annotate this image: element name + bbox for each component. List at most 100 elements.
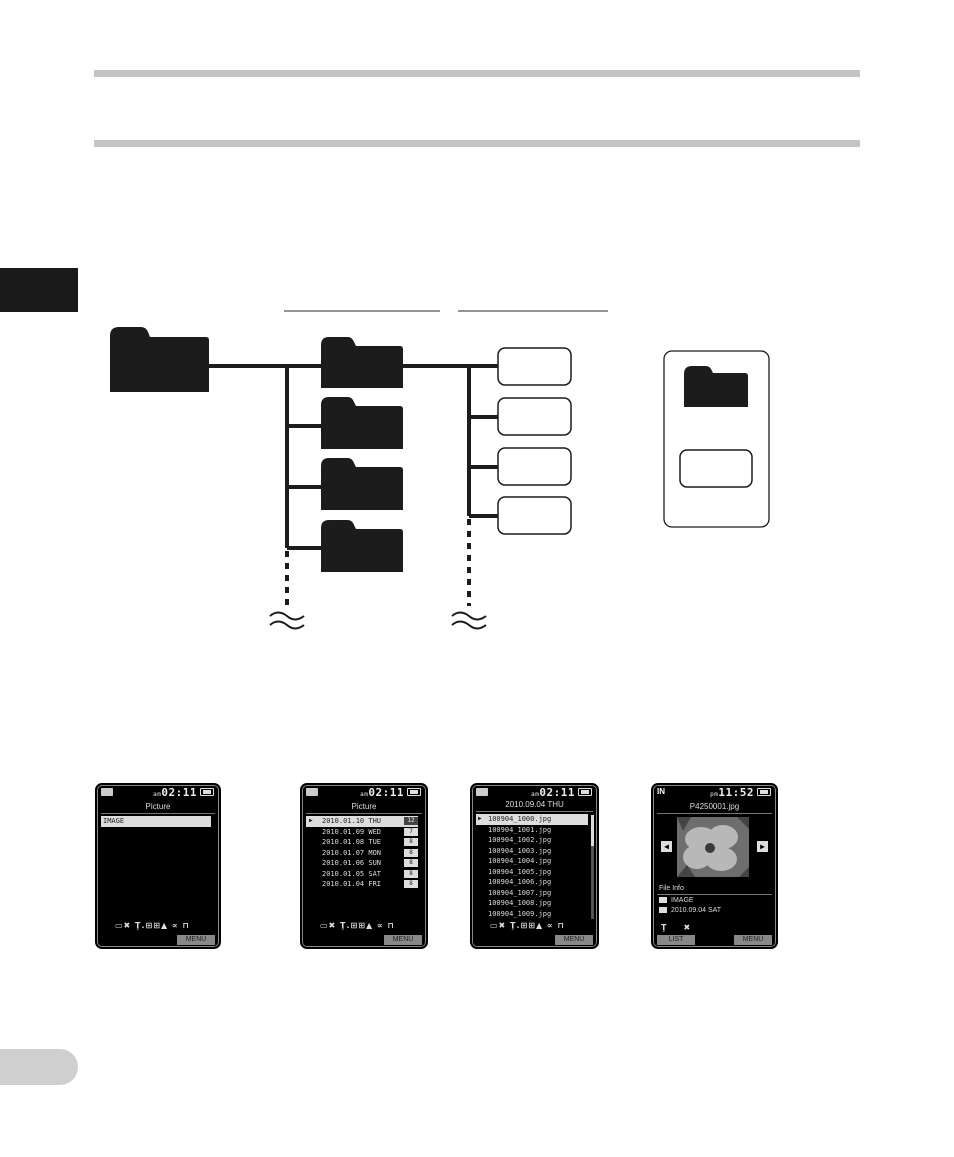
battery-icon <box>578 788 592 796</box>
file-box-4 <box>497 496 572 535</box>
in-badge: IN <box>657 787 665 796</box>
file-count-badge: 8 <box>404 859 418 867</box>
list-item[interactable]: 100904_1002.jpg <box>476 835 588 846</box>
screen-picture-root: am02:11 Picture IMAGE ▭✖ Ţ.⊞⊞▲ ∝ ⊓ MENU <box>95 783 221 949</box>
screen-title: Picture <box>145 802 171 811</box>
list-item[interactable]: 2010.01.07 MON 8 <box>306 848 418 859</box>
file-box-1 <box>497 347 572 386</box>
list-item[interactable]: 100904_1005.jpg <box>476 867 588 878</box>
in-badge <box>476 788 488 796</box>
legend-folder-icon <box>684 366 748 407</box>
title-separator <box>657 813 772 814</box>
file-name: 100904_1005.jpg <box>488 867 552 876</box>
clock: am02:11 <box>360 786 404 799</box>
file-name: 100904_1007.jpg <box>488 888 552 897</box>
file-count-badge: 12 <box>404 817 418 825</box>
viewer-tool-icons: Ţ✖ <box>661 923 772 933</box>
date-folder-icon-4 <box>321 520 403 572</box>
file-count-badge: 8 <box>404 838 418 846</box>
folder-date: 2010.01.05 SAT <box>322 869 382 878</box>
tool-icons-strip: ▭✖ Ţ.⊞⊞▲ ∝ ⊓ <box>115 921 190 930</box>
screen-title: 2010.09.04 THU <box>505 800 564 809</box>
list-item[interactable]: 2010.01.04 FRI 8 <box>306 879 418 890</box>
tool-icons-strip: ▭✖ Ţ.⊞⊞▲ ∝ ⊓ <box>490 921 565 930</box>
menu-softkey[interactable]: MENU <box>555 935 593 945</box>
list-item[interactable]: 2010.01.06 SUN 8 <box>306 858 418 869</box>
photo-thumbnail <box>677 817 749 877</box>
date-folder-icon-1 <box>321 337 403 388</box>
in-badge <box>306 788 318 796</box>
menu-softkey[interactable]: MENU <box>177 935 215 945</box>
file-info-label: File Info <box>659 885 684 892</box>
screen-date-folders: am02:11 Picture ▶ 2010.01.10 THU 12 2010.01… <box>300 783 428 949</box>
list-item[interactable]: ▶100904_1000.jpg <box>476 814 588 825</box>
list-softkey[interactable]: LIST <box>657 935 695 945</box>
battery-icon <box>757 788 771 796</box>
menu-softkey[interactable]: MENU <box>384 935 422 945</box>
list-item[interactable]: 100904_1001.jpg <box>476 825 588 836</box>
file-box-2 <box>497 397 572 436</box>
title-separator <box>306 813 422 814</box>
previous-arrow-icon[interactable]: ◀ <box>661 841 672 852</box>
date-folder-icon-3 <box>321 458 403 510</box>
scrollbar[interactable] <box>591 815 594 919</box>
page-number-tab <box>0 1049 78 1085</box>
tool-icons-strip: ▭✖ Ţ.⊞⊞▲ ∝ ⊓ <box>320 921 395 930</box>
header-rule-top <box>94 70 860 77</box>
file-count-badge: 8 <box>404 848 418 857</box>
legend-file-icon <box>679 449 753 488</box>
file-name: 100904_1003.jpg <box>488 846 552 855</box>
list-item[interactable]: ▶ 2010.01.10 THU 12 <box>306 816 418 827</box>
folder-date: 2010.01.07 MON <box>322 848 382 857</box>
folder-list: IMAGE <box>101 816 211 827</box>
next-arrow-icon[interactable]: ▶ <box>757 841 768 852</box>
list-item[interactable]: 100904_1004.jpg <box>476 856 588 867</box>
title-separator <box>476 811 593 812</box>
list-item[interactable]: 100904_1008.jpg <box>476 898 588 909</box>
file-count-badge: 8 <box>404 880 418 888</box>
info-folder: IMAGE <box>659 897 694 904</box>
menu-softkey[interactable]: MENU <box>734 935 772 945</box>
clock: am02:11 <box>531 786 575 799</box>
tree-continuation-dots <box>285 519 471 606</box>
folder-date: 2010.01.04 FRI <box>322 880 382 888</box>
chapter-tab <box>0 268 78 312</box>
info-tool-icon: Ţ <box>661 923 668 932</box>
list-item[interactable]: 100904_1003.jpg <box>476 846 588 857</box>
root-folder-icon <box>110 327 209 392</box>
list-item[interactable]: 100904_1006.jpg <box>476 877 588 888</box>
tree-lines <box>209 364 498 550</box>
calendar-icon <box>659 907 667 913</box>
info-date: 2010.09.04 SAT <box>659 907 721 914</box>
folder-structure-diagram <box>110 310 770 630</box>
file-name: 100904_1004.jpg <box>488 857 552 865</box>
screen-title: Picture <box>351 802 377 811</box>
file-name: 100904_1006.jpg <box>488 878 552 886</box>
clock: am02:11 <box>153 786 197 799</box>
file-name-title: P4250001.jpg <box>689 802 740 811</box>
folder-date: 2010.01.06 SUN <box>322 859 382 867</box>
cursor-arrow-icon: ▶ <box>478 815 482 822</box>
header-rule-bottom <box>94 140 860 147</box>
title-separator <box>101 813 215 814</box>
break-marks <box>269 611 487 630</box>
cursor-arrow-icon: ▶ <box>309 817 313 824</box>
list-item[interactable]: 100904_1007.jpg <box>476 888 588 899</box>
toolbar-icons: ▭✖ Ţ.⊞⊞▲ ∝ ⊓ <box>320 921 422 931</box>
battery-icon <box>200 788 214 796</box>
in-badge <box>101 788 113 796</box>
list-item[interactable]: IMAGE <box>101 816 211 827</box>
erase-tool-icon: ✖ <box>683 923 692 932</box>
list-item[interactable]: 100904_1009.jpg <box>476 909 588 920</box>
battery-icon <box>407 788 421 796</box>
folder-icon <box>659 897 667 903</box>
toolbar-icons: ▭✖ Ţ.⊞⊞▲ ∝ ⊓ <box>490 921 593 931</box>
date-folder-icon-2 <box>321 397 403 449</box>
folder-date: 2010.01.10 THU <box>322 817 382 825</box>
file-name: 100904_1001.jpg <box>488 825 552 834</box>
info-separator <box>657 894 772 895</box>
